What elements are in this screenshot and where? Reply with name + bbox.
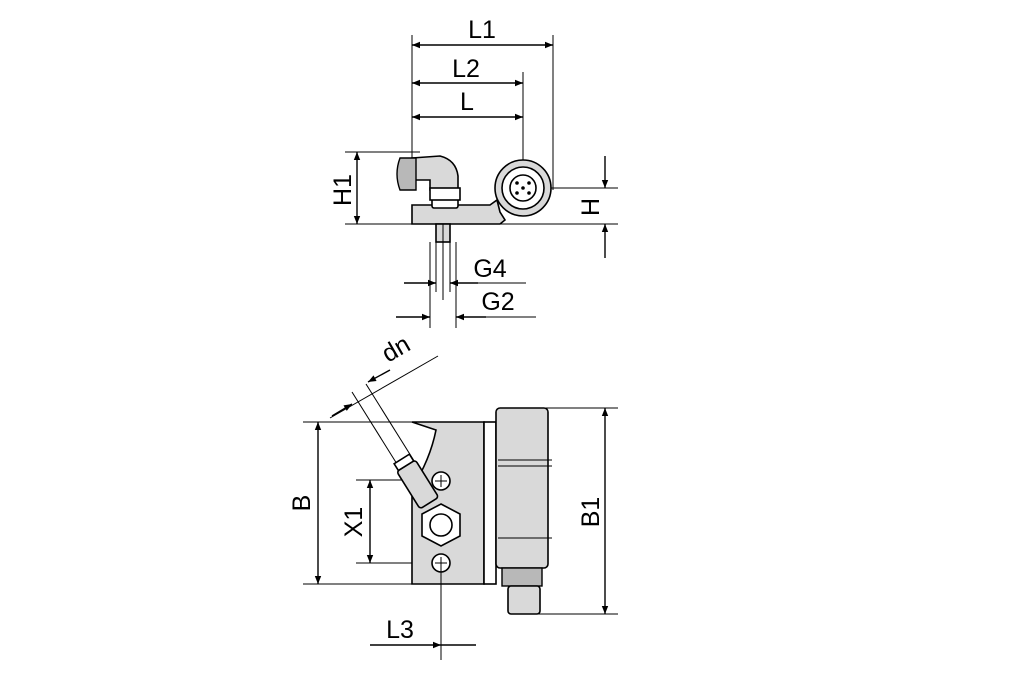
label-L2: L2 (452, 55, 480, 83)
label-L3: L3 (386, 616, 414, 644)
dimension-line-dn (329, 355, 439, 419)
solenoid-coil (495, 407, 549, 569)
angled-fitting (393, 453, 439, 509)
connector-pin (527, 191, 531, 195)
label-B1: B1 (577, 497, 605, 528)
side-view: L1 L2 L H1 H (329, 16, 618, 328)
top-view: dn B X1 B1 (288, 330, 618, 660)
dimension-arrow-dn (331, 403, 353, 417)
label-X1: X1 (340, 507, 368, 538)
fitting-collet (393, 453, 415, 472)
body-flange (483, 421, 497, 585)
connector-pin (521, 186, 525, 190)
connector-pin (515, 191, 519, 195)
connector-nut (501, 567, 543, 587)
label-H1: H1 (329, 174, 357, 206)
label-G2: G2 (481, 288, 514, 316)
connector-pin (515, 181, 519, 185)
connector-plug (507, 585, 541, 615)
tube-end (396, 157, 417, 191)
fitting-collar (429, 187, 461, 201)
elbow-fitting (411, 155, 459, 191)
label-G4: G4 (473, 255, 506, 283)
dimension-arrow-dn (367, 369, 391, 383)
label-B: B (288, 495, 316, 512)
label-L: L (460, 88, 474, 116)
port-bore (429, 513, 453, 537)
label-dn: dn (377, 330, 415, 368)
label-L1: L1 (468, 16, 496, 44)
extension-line (351, 391, 403, 473)
connector-pin (527, 181, 531, 185)
extension-line (365, 383, 417, 465)
label-H: H (577, 198, 605, 216)
